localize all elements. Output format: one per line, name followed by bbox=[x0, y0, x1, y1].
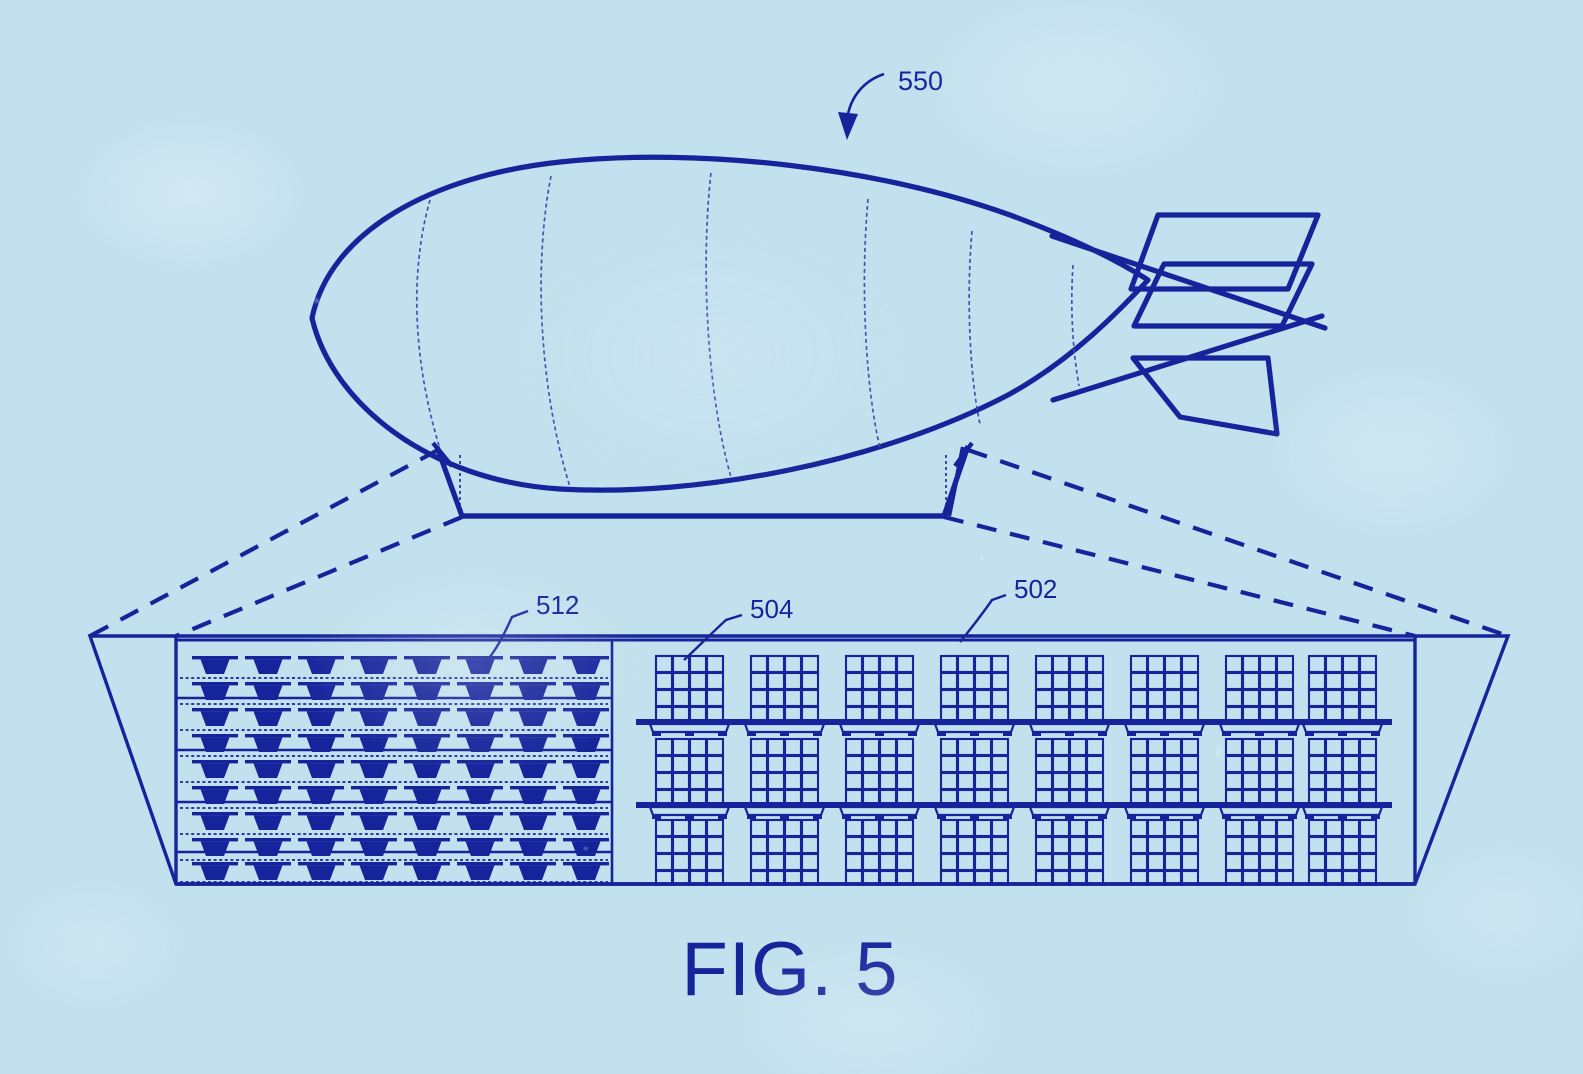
callout-label-512: 512 bbox=[536, 590, 579, 620]
cargo-pallet bbox=[1218, 654, 1301, 738]
cargo-pallet bbox=[1028, 654, 1111, 738]
cargo-pallet bbox=[933, 737, 1016, 821]
seat-row bbox=[192, 656, 609, 674]
cargo-pallet bbox=[1301, 654, 1384, 738]
cargo-pallet bbox=[743, 737, 826, 821]
cargo-pallet bbox=[1028, 737, 1111, 821]
seat-row bbox=[192, 812, 609, 830]
seating-row-rails bbox=[180, 677, 608, 883]
cargo-pallet bbox=[1123, 737, 1206, 821]
seat-row bbox=[192, 862, 609, 880]
airship-hull-outline bbox=[309, 154, 1151, 493]
callout-label-502: 502 bbox=[1014, 574, 1057, 604]
cargo-hold-section: 504 502 bbox=[176, 574, 1416, 920]
cargo-pallet bbox=[1301, 737, 1384, 821]
callout-502: 502 bbox=[959, 574, 1057, 643]
callout-label-504: 504 bbox=[750, 594, 793, 624]
cargo-pallet bbox=[648, 737, 731, 821]
figure-caption: FIG. 5 bbox=[681, 927, 898, 1012]
cargo-pallet bbox=[838, 654, 921, 738]
airship-assembly: 550 bbox=[309, 66, 1328, 519]
cargo-pallet bbox=[648, 654, 731, 738]
callout-label-550: 550 bbox=[898, 66, 943, 96]
callout-504: 504 bbox=[683, 594, 793, 661]
passenger-seating-section: 512 bbox=[176, 590, 612, 883]
seat-grid bbox=[192, 656, 609, 880]
floor-mask bbox=[176, 886, 1416, 920]
seating-deck-plates bbox=[176, 696, 612, 854]
gondola-cargo-bay bbox=[431, 441, 974, 519]
callout-512: 512 bbox=[483, 590, 579, 665]
cargo-pallet bbox=[1123, 654, 1206, 738]
cargo-pallet bbox=[1218, 737, 1301, 821]
cargo-pallet bbox=[933, 654, 1016, 738]
cutaway-projection-lines bbox=[89, 448, 1509, 639]
tail-spar-lines bbox=[1049, 233, 1328, 403]
seat-row bbox=[192, 708, 609, 726]
lower-ventral-fin bbox=[1130, 355, 1280, 437]
seat-row bbox=[192, 760, 609, 778]
callout-550: 550 bbox=[838, 66, 943, 140]
airship-hull-ribs bbox=[415, 172, 1080, 488]
cargo-pallet bbox=[838, 737, 921, 821]
cargo-pallet bbox=[743, 654, 826, 738]
